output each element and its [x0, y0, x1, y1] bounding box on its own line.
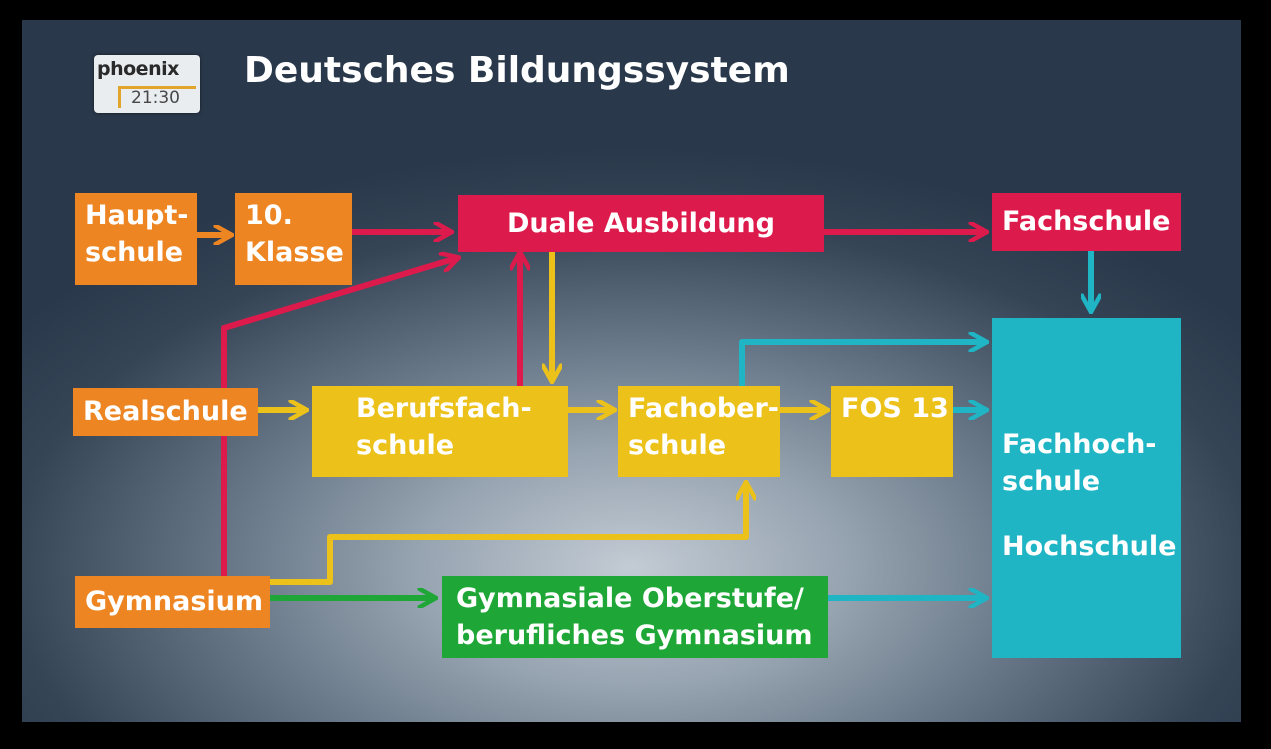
node-hauptschule-line-2: schule	[85, 237, 184, 268]
node-fachschule-label: Fachschule	[1002, 206, 1171, 237]
node-duale-ausbildung-label: Duale Ausbildung	[507, 208, 775, 239]
channel-name: phoenix	[97, 58, 179, 80]
arrow-realschule-gymnasium-to-duale-ausbildung	[221, 258, 457, 579]
flow-arrows	[194, 20, 1241, 722]
node-spacer	[1002, 500, 1171, 528]
node-fos-13: FOS 13	[831, 386, 953, 477]
node-hauptschule: Haupt- schule	[75, 193, 197, 285]
node-hauptschule-line-1: Haupt-	[85, 200, 189, 231]
node-fachhochschule-line-1: Fachhoch-	[1002, 429, 1157, 460]
node-berufsfachschule-line-1: Berufsfach-	[356, 393, 532, 424]
node-gymnasiale-oberstufe-line-1: Gymnasiale Oberstufe/	[456, 583, 804, 614]
tv-screen: phoenix 21:30 Deutsches Bildungssystem H…	[22, 20, 1241, 722]
node-gymnasiale-oberstufe: Gymnasiale Oberstufe/ berufliches Gymnas…	[442, 576, 828, 658]
node-10-klasse: 10. Klasse	[235, 193, 352, 285]
node-berufsfachschule: Berufsfach- schule	[312, 386, 568, 477]
node-10-klasse-line-2: Klasse	[245, 237, 344, 268]
broadcast-time: 21:30	[118, 86, 196, 108]
node-realschule: Realschule	[73, 388, 258, 436]
node-fachhochschule-line-2: schule	[1002, 466, 1101, 497]
node-realschule-label: Realschule	[83, 396, 248, 427]
node-fachhochschule-hochschule: Fachhoch- schule Hochschule	[992, 318, 1181, 658]
node-fachoberschule-line-1: Fachober-	[628, 393, 780, 424]
node-gymnasium: Gymnasium	[75, 576, 270, 628]
node-fachschule: Fachschule	[992, 193, 1181, 251]
diagram-title: Deutsches Bildungssystem	[244, 50, 790, 91]
node-fachoberschule: Fachober- schule	[618, 386, 780, 477]
channel-logo: phoenix 21:30	[94, 55, 200, 113]
arrow-fachoberschule-to-hochschulen	[739, 342, 985, 389]
node-hochschule-label: Hochschule	[1002, 531, 1177, 562]
node-fachoberschule-line-2: schule	[628, 430, 727, 461]
node-fos-13-label: FOS 13	[841, 393, 949, 424]
node-gymnasiale-oberstufe-line-2: berufliches Gymnasium	[456, 620, 813, 651]
node-gymnasium-label: Gymnasium	[85, 586, 264, 617]
node-duale-ausbildung: Duale Ausbildung	[458, 195, 824, 252]
arrow-gymnasium-to-fachoberschule	[267, 484, 746, 585]
node-10-klasse-line-1: 10.	[245, 200, 293, 231]
node-berufsfachschule-line-2: schule	[356, 430, 455, 461]
